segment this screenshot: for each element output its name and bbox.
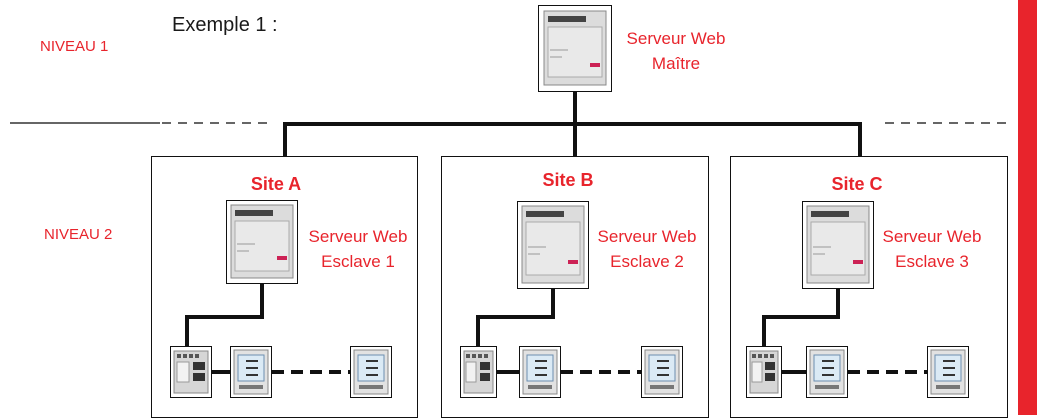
slave-1-label-line2: Esclave 1	[321, 252, 395, 271]
example-heading: Exemple 1 :	[172, 14, 278, 36]
master-server-label-line2: Maître	[651, 54, 701, 73]
site-a-power-meter-icon-2	[350, 346, 392, 398]
slave-2-label-line2: Esclave 2	[610, 252, 684, 271]
master-web-server-icon	[538, 5, 612, 92]
site-b-din-meter-icon	[460, 346, 497, 398]
level-1-label: NIVEAU 1	[40, 38, 109, 55]
slave-3-server-label: Serveur Web Esclave 3	[874, 224, 990, 274]
slave-2-web-server-icon	[517, 201, 589, 289]
slave-3-label-line1: Serveur Web	[882, 227, 982, 246]
site-b-power-meter-icon-2	[641, 346, 683, 398]
site-c-din-meter-icon	[746, 346, 782, 398]
master-server-label: Serveur Web Maître	[608, 26, 744, 76]
site-c-power-meter-icon-2	[927, 346, 969, 398]
master-server-label-line1: Serveur Web	[626, 29, 726, 48]
site-c-power-meter-icon	[806, 346, 848, 398]
slave-2-label-line1: Serveur Web	[597, 227, 697, 246]
slave-1-label-line1: Serveur Web	[308, 227, 408, 246]
site-a-din-meter-icon	[170, 346, 212, 398]
site-c-title: Site C	[831, 174, 883, 194]
slave-2-server-label: Serveur Web Esclave 2	[589, 224, 705, 274]
slave-1-web-server-icon	[226, 200, 298, 284]
site-a-title: Site A	[250, 174, 302, 194]
site-a-power-meter-icon	[230, 346, 272, 398]
slave-3-label-line2: Esclave 3	[895, 252, 969, 271]
site-b-power-meter-icon	[519, 346, 561, 398]
slave-3-web-server-icon	[802, 201, 874, 289]
level-2-label: NIVEAU 2	[44, 226, 113, 243]
site-b-title: Site B	[542, 170, 594, 190]
side-accent-bar	[1018, 0, 1037, 415]
slave-1-server-label: Serveur Web Esclave 1	[300, 224, 416, 274]
